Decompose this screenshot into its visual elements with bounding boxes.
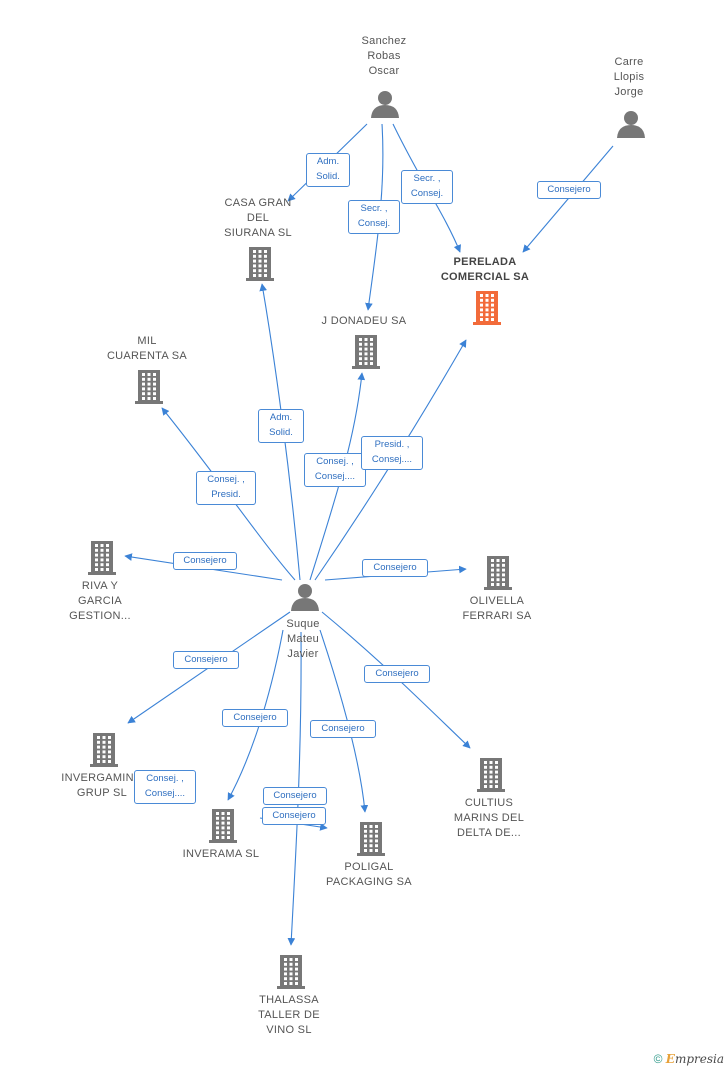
- edge-label-sanchez-perelada[interactable]: Secr. , Consej.: [401, 170, 453, 204]
- node-label-inverama[interactable]: INVERAMA SL: [182, 848, 260, 860]
- person-icon-suque[interactable]: [291, 584, 319, 611]
- copyright-symbol: ©: [653, 1052, 663, 1066]
- edge-label-suque-jdonadeu[interactable]: Consej. , Consej....: [304, 453, 366, 487]
- node-label-thalassa[interactable]: THALASSA TALLER DE VINO SL: [258, 994, 320, 1036]
- node-label-riva[interactable]: RIVA Y GARCIA GESTION...: [69, 580, 131, 622]
- brand-logo: Empresia: [665, 1052, 724, 1066]
- edge-label-sanchez-casagran[interactable]: Adm. Solid.: [306, 153, 350, 187]
- person-icon-carre[interactable]: [617, 111, 645, 138]
- building-icon-thalassa[interactable]: [277, 955, 305, 989]
- node-label-invergaming[interactable]: INVERGAMING GRUP SL: [61, 772, 143, 799]
- edge-label-suque-olivella[interactable]: Consejero: [362, 559, 428, 577]
- node-label-suque[interactable]: Suque Mateu Javier: [286, 618, 320, 660]
- edge-suque-milcuarenta: [161, 407, 296, 581]
- edge-label-carre-perelada[interactable]: Consejero: [537, 181, 601, 199]
- node-label-sanchez[interactable]: Sanchez Robas Oscar: [361, 35, 407, 77]
- node-label-carre[interactable]: Carre Llopis Jorge: [613, 56, 645, 98]
- edge-label-suque-milcuarenta[interactable]: Consej. , Presid.: [196, 471, 256, 505]
- building-icon-perelada[interactable]: [473, 291, 501, 325]
- edge-label-suque-cultius[interactable]: Consejero: [364, 665, 430, 683]
- edge-label-invergaming-inverama[interactable]: Consej. , Consej....: [134, 770, 196, 804]
- node-label-poligal[interactable]: POLIGAL PACKAGING SA: [326, 861, 412, 888]
- edge-label-suque-casagran[interactable]: Adm. Solid.: [258, 409, 304, 443]
- building-icon-olivella[interactable]: [484, 556, 512, 590]
- node-label-jdonadeu[interactable]: J DONADEU SA: [321, 315, 407, 327]
- node-label-olivella[interactable]: OLIVELLA FERRARI SA: [462, 595, 532, 622]
- edge-label-inverama-poligal[interactable]: Consejero: [262, 807, 326, 825]
- person-icon-sanchez[interactable]: [371, 91, 399, 118]
- edge-label-suque-inverama[interactable]: Consejero: [222, 709, 288, 727]
- building-icon-jdonadeu[interactable]: [352, 335, 380, 369]
- node-label-perelada[interactable]: PERELADA COMERCIAL SA: [440, 256, 530, 283]
- edge-label-suque-perelada[interactable]: Presid. , Consej....: [361, 436, 423, 470]
- building-icon-invergaming[interactable]: [90, 733, 118, 767]
- edge-label-suque-poligal[interactable]: Consejero: [310, 720, 376, 738]
- building-icon-inverama[interactable]: [209, 809, 237, 843]
- building-icon-milcuarenta[interactable]: [135, 370, 163, 404]
- building-icon-poligal[interactable]: [357, 822, 385, 856]
- node-label-cultius[interactable]: CULTIUS MARINS DEL DELTA DE...: [453, 797, 525, 839]
- edge-label-suque-thalassa[interactable]: Consejero: [263, 787, 327, 805]
- node-label-casagran[interactable]: CASA GRAN DEL SIURANA SL: [224, 197, 292, 239]
- building-icon-cultius[interactable]: [477, 758, 505, 792]
- edge-label-suque-riva[interactable]: Consejero: [173, 552, 237, 570]
- node-label-milcuarenta[interactable]: MIL CUARENTA SA: [106, 335, 188, 362]
- edge-label-sanchez-jdonadeu[interactable]: Secr. , Consej.: [348, 200, 400, 234]
- building-icon-riva[interactable]: [88, 541, 116, 575]
- building-icon-casagran[interactable]: [246, 247, 274, 281]
- empresia-watermark: © Empresia: [654, 1052, 724, 1066]
- edge-label-suque-invergaming[interactable]: Consejero: [173, 651, 239, 669]
- edge-carre-perelada: [522, 145, 614, 253]
